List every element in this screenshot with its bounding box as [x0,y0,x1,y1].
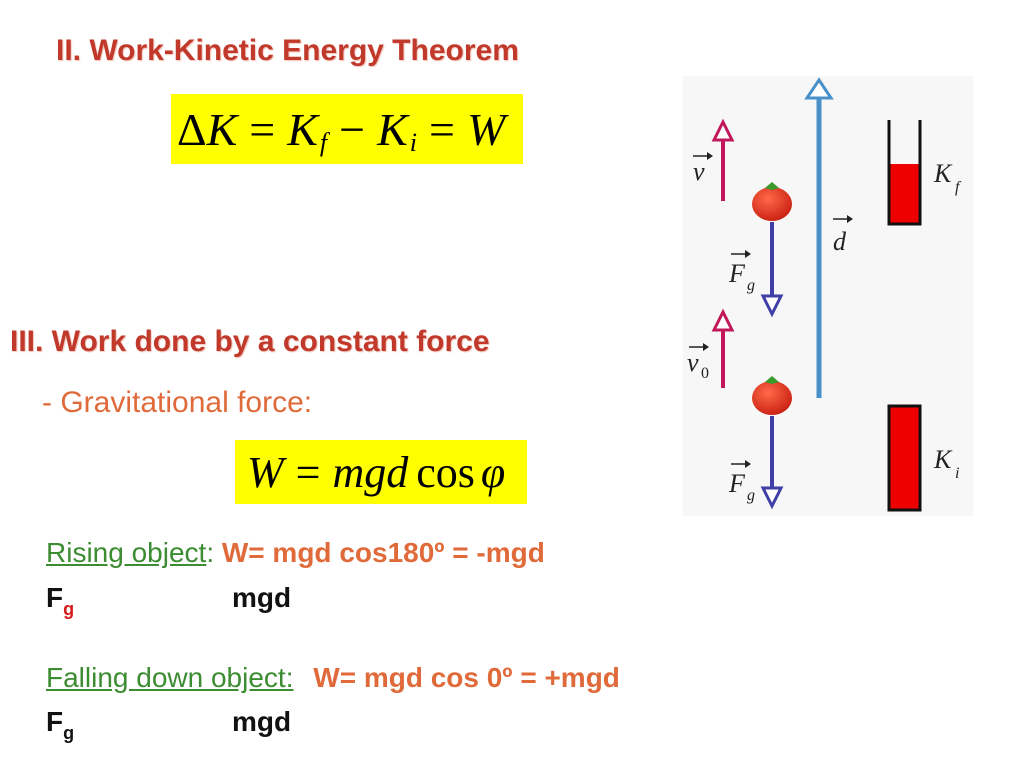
gravity-label-top: F g [728,250,755,294]
falling-fg-label: Fg [46,706,74,743]
velocity-arrow-top [711,118,735,201]
eq-delta: Δ [177,103,207,155]
eq2-w: W [247,447,284,497]
ki-label: K i [933,445,959,482]
eq-equals-1: = [249,103,276,155]
work-gravity-equation: W = mgd cos φ [235,440,527,504]
falling-fg-value: mgd [232,706,292,737]
velocity-label-bottom: v 0 [687,343,709,382]
ki-sub: i [955,465,959,482]
diagram-background [683,76,973,516]
tomato-icon [752,376,792,415]
v-symbol: v [693,157,705,186]
eq-w: W [466,103,506,155]
displacement-arrow [804,77,834,398]
falling-object-label: Falling down object: [46,662,294,693]
eq-minus: − [339,103,366,155]
rising-fg-sub: g [63,599,75,619]
rising-object-colon: : [206,537,215,568]
section-heading-constant-force: III. Work done by a constant force [10,325,490,358]
velocity-label-top: v [693,152,713,186]
gravity-arrow-top [760,222,784,318]
d-symbol: d [833,227,847,256]
gravity-label-bottom: F g [728,460,755,504]
eq-equals-2: = [429,103,455,155]
displacement-label: d [833,215,853,256]
rising-fg-base: F [46,582,64,613]
eq2-equals: = [295,447,321,497]
eq-kf-base: K [287,103,318,155]
rising-fg-value: mgd [232,582,292,613]
eq-ki-base: K [377,103,408,155]
rising-object-line: Rising object: W= mgd cos180º = -mgd [46,537,545,569]
free-fall-diagram: d v F g v 0 [683,76,973,516]
v0-symbol: v [687,348,699,377]
eq2-cos: cos [416,447,475,497]
ki-symbol: K [933,445,953,474]
rising-object-label: Rising object [46,537,207,568]
fg-bottom-symbol: F [728,469,746,498]
rising-fg-label: Fg [46,582,74,619]
falling-object-formula: W= mgd cos 0º = +mgd [313,662,620,693]
v0-sub: 0 [701,365,709,382]
fg-top-sub: g [747,277,755,294]
rising-object-formula: W= mgd cos180º = -mgd [221,537,545,568]
fg-top-symbol: F [728,259,746,288]
falling-fg-base: F [46,706,64,737]
kf-label: K f [933,159,962,196]
gravitational-force-label: - Gravitational force: [42,386,313,419]
kf-symbol: K [933,159,953,188]
initial-kinetic-energy-bar [887,404,922,512]
section-heading-work-kinetic-energy: II. Work-Kinetic Energy Theorem [56,34,519,67]
eq2-mgd: mgd [332,447,409,497]
falling-fg-sub: g [63,723,75,743]
eq-ki-sub: i [409,128,418,157]
falling-object-line: Falling down object: W= mgd cos 0º = +mg… [46,662,620,694]
eq2-phi: φ [480,447,506,497]
eq-k: K [206,103,238,155]
fg-bottom-sub: g [747,487,755,504]
final-kinetic-energy-bar [887,120,922,226]
eq-kf-sub: f [319,128,328,157]
kf-sub: f [955,179,962,196]
tomato-icon [752,182,792,221]
velocity-arrow-bottom [711,308,735,388]
gravity-arrow-bottom [760,416,784,510]
